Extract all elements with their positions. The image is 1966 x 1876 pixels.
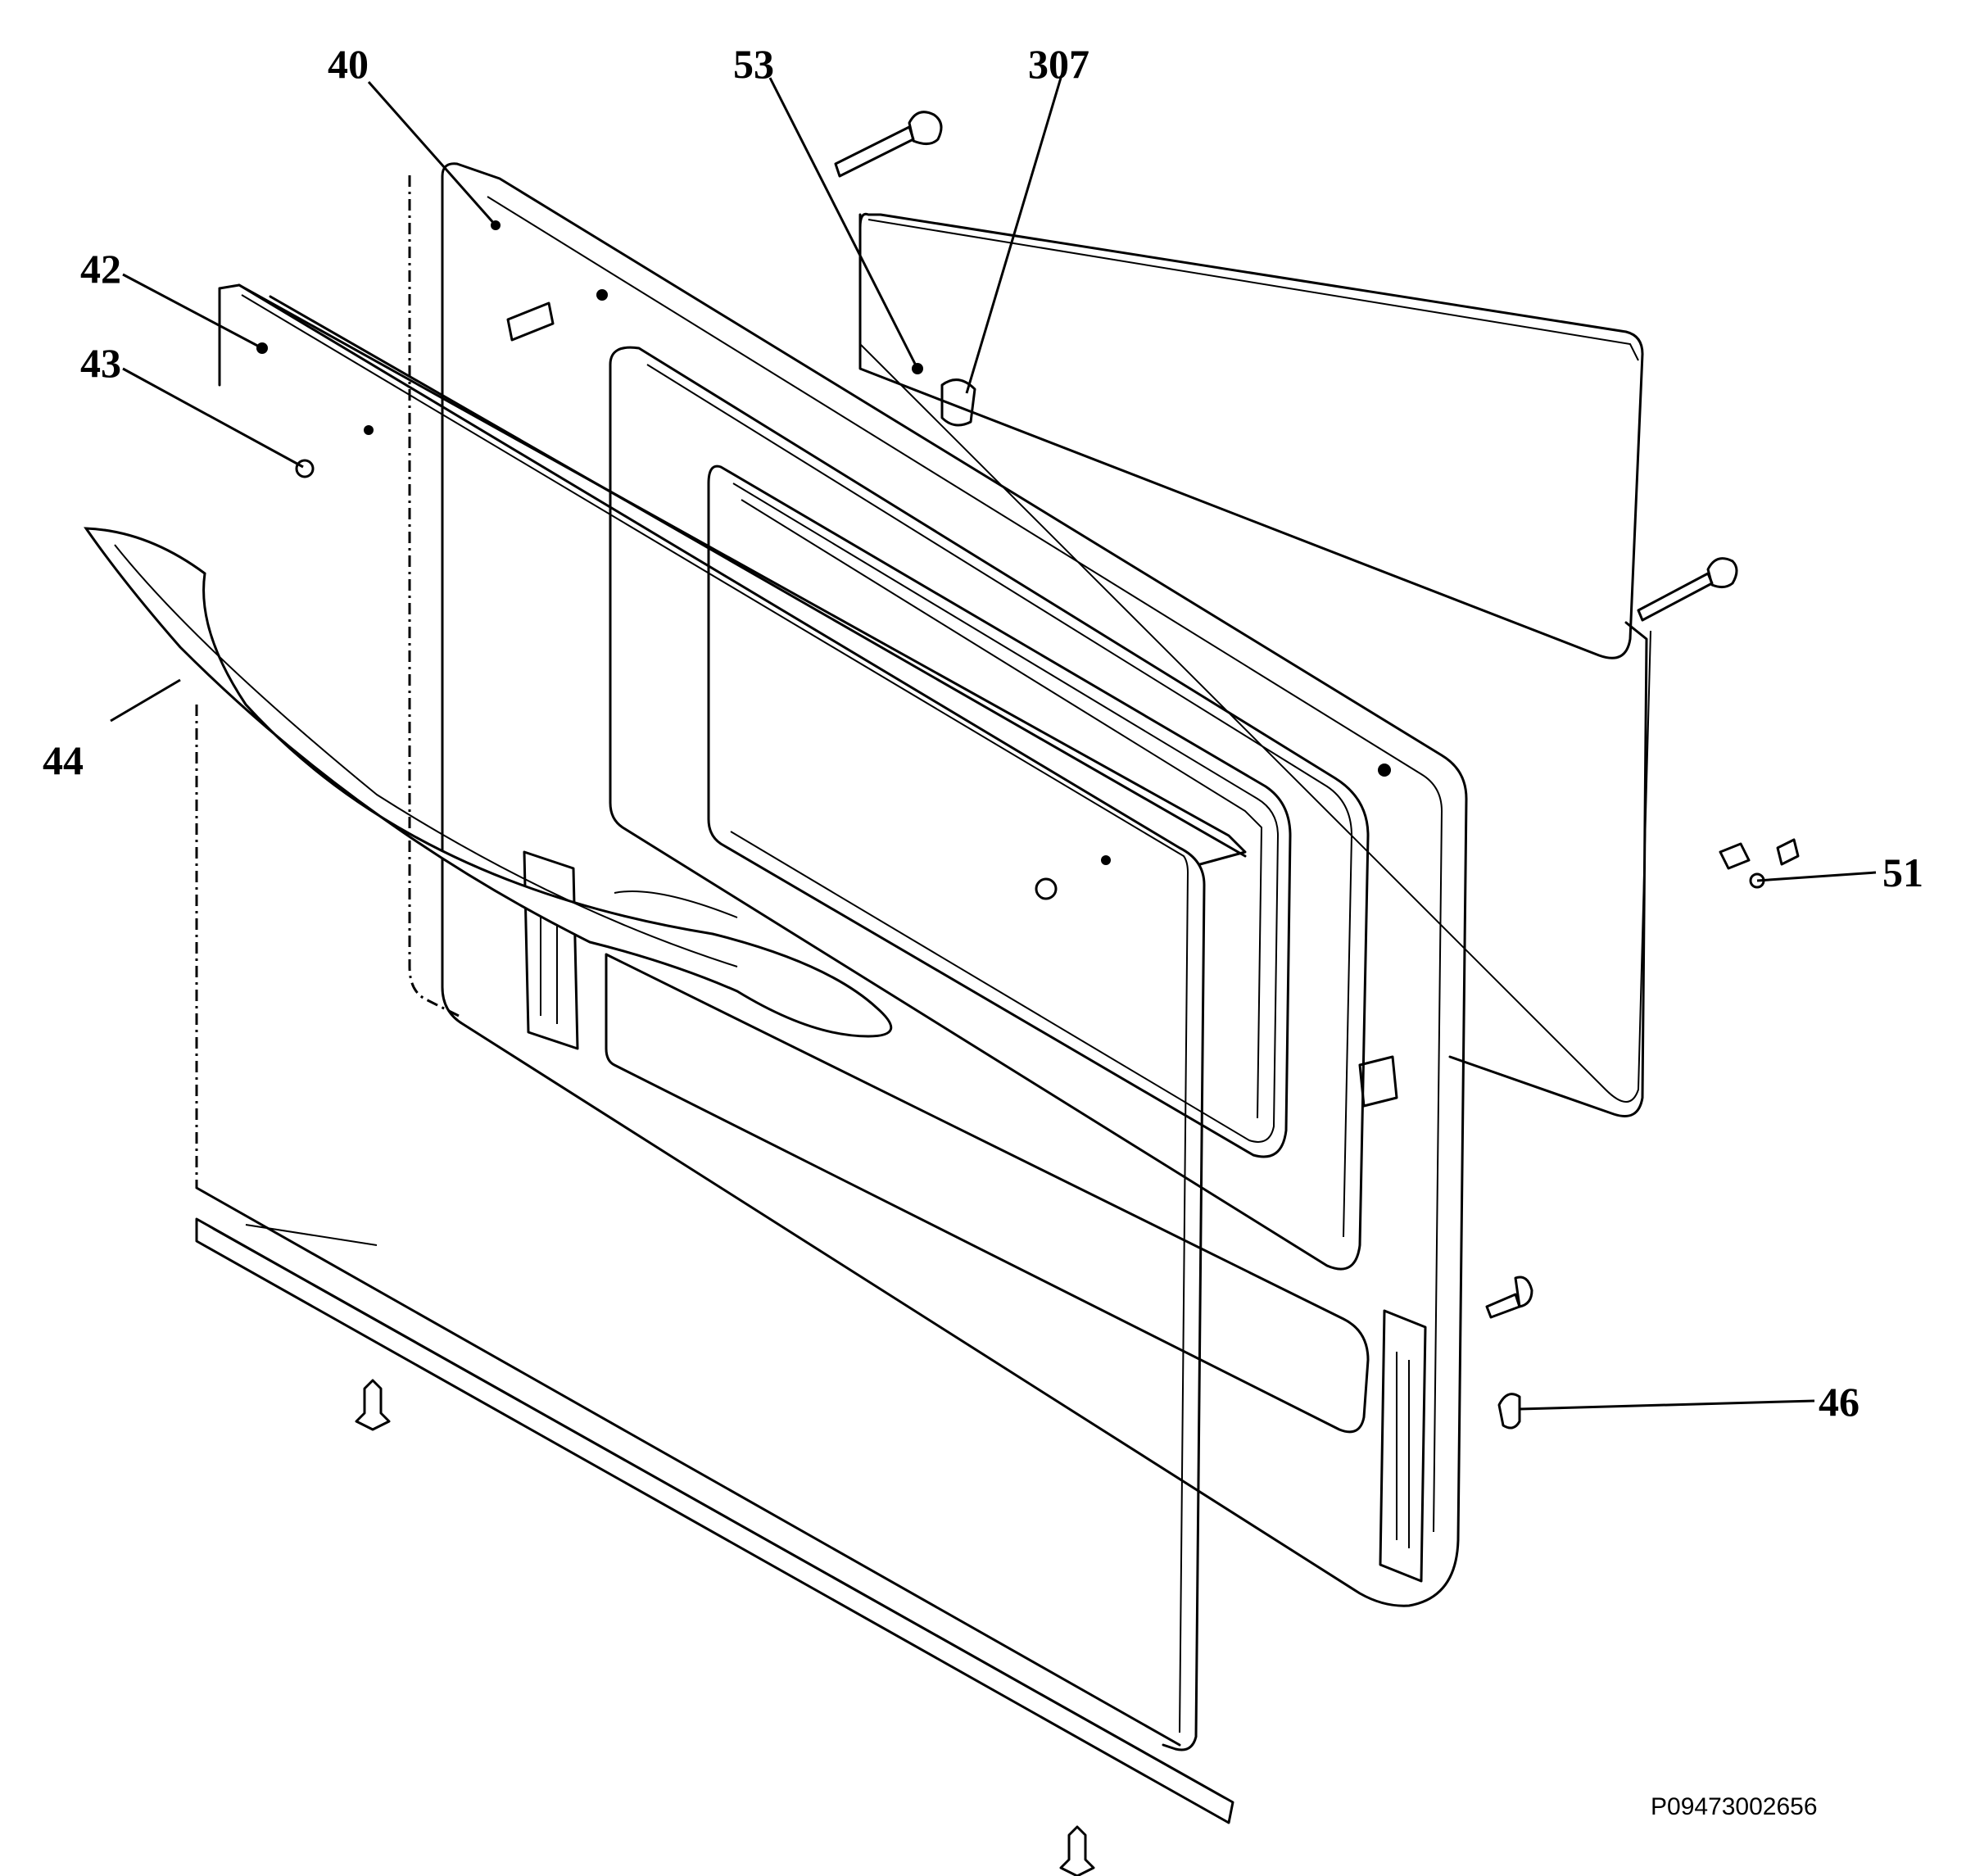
door-handle	[84, 527, 893, 1038]
drawing-code: P09473002656	[1651, 1793, 1818, 1820]
callout-51: 51	[1882, 850, 1923, 895]
bottom-trim-strip	[195, 1217, 1234, 1824]
leader-51	[1756, 871, 1877, 882]
middle-glass-seal	[707, 464, 1292, 1158]
screws	[355, 111, 1800, 1876]
callout-40: 40	[328, 41, 369, 87]
leader-44	[110, 678, 181, 723]
callout-44: 44	[43, 737, 84, 783]
callout-42: 42	[80, 246, 121, 292]
leader-lines	[110, 77, 1877, 1411]
leader-43	[122, 367, 304, 469]
inner-door-frame	[408, 162, 1468, 1607]
leader-42	[122, 273, 263, 350]
callout-307: 307	[1028, 41, 1089, 87]
callout-43: 43	[80, 340, 121, 386]
leader-40	[367, 81, 497, 226]
outer-door-panel	[195, 283, 1247, 1751]
leader-46	[1519, 1399, 1815, 1411]
leader-307	[965, 77, 1062, 394]
callout-53: 53	[733, 41, 774, 87]
rear-glass-panel	[858, 212, 1651, 1117]
callout-46: 46	[1819, 1379, 1860, 1425]
leader-53	[768, 77, 919, 369]
